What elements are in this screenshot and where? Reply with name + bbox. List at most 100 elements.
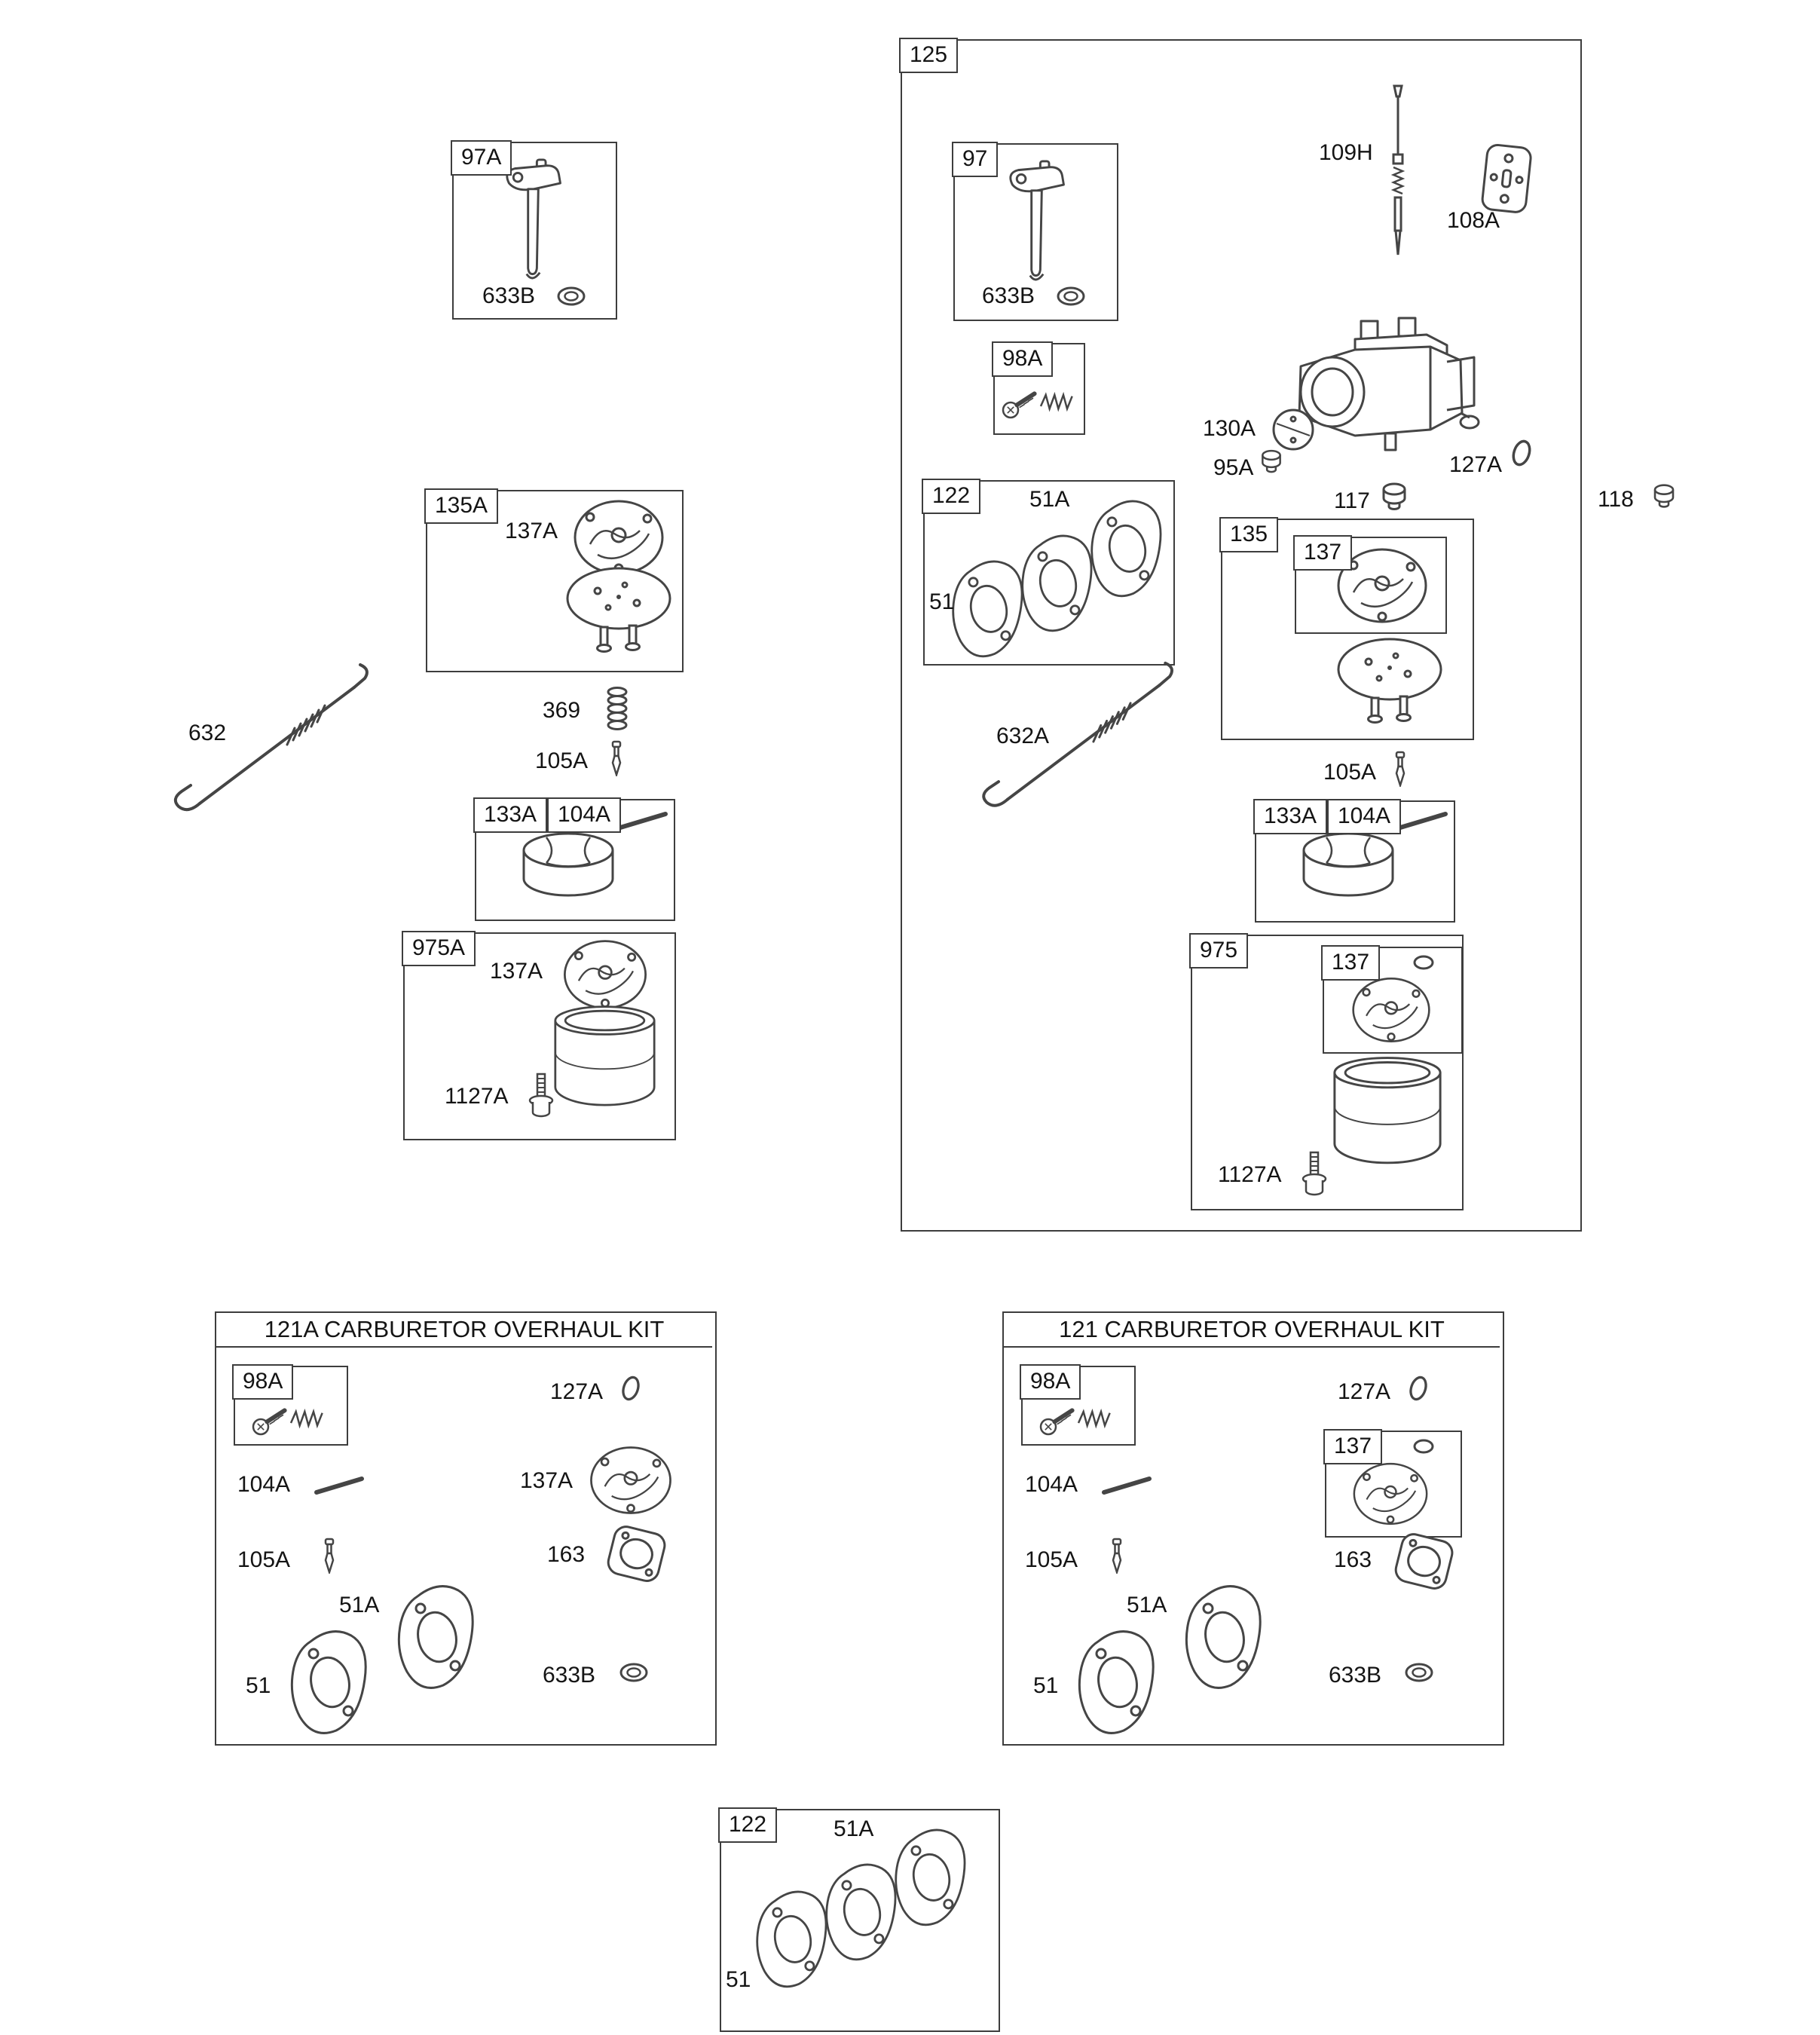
part-tag-133A: 133A <box>473 797 548 833</box>
diaphragm-cover-art <box>1332 635 1447 730</box>
gasket-plate-art <box>1476 142 1540 217</box>
needle-valve-art <box>1393 751 1408 787</box>
part-tag-98A: 98A <box>1020 1364 1081 1400</box>
mounting-gasket-art <box>947 552 1031 663</box>
o-ring-art <box>1412 1438 1435 1455</box>
group-box-137 <box>1295 537 1447 634</box>
choke-plate-art <box>1271 407 1316 452</box>
carb-gasket-art <box>1390 1530 1460 1596</box>
part-tag-137: 137 <box>1323 1429 1383 1464</box>
screw-spring-art <box>243 1400 332 1438</box>
part-label-127A: 127A <box>1338 1379 1391 1404</box>
part-label-632: 632 <box>188 721 227 745</box>
float-pin-art <box>312 1474 366 1497</box>
part-label-117: 117 <box>1334 488 1370 513</box>
float-pin-art <box>1100 1474 1154 1497</box>
part-tag-125: 125 <box>899 38 959 73</box>
part-label-633B: 633B <box>1329 1663 1382 1688</box>
group-box-137 <box>1323 947 1463 1054</box>
spring-art <box>604 686 630 731</box>
washer-art <box>1055 285 1087 308</box>
welch-plug-art <box>1652 484 1676 511</box>
needle-jet-art <box>1381 83 1414 260</box>
welch-plug-art <box>1260 449 1283 476</box>
group-box-137 <box>1325 1431 1462 1538</box>
part-label-51: 51 <box>246 1673 271 1698</box>
part-label-105A: 105A <box>237 1547 291 1572</box>
float-art <box>1298 828 1399 909</box>
group-box-135 <box>1221 519 1474 740</box>
needle-valve-art <box>322 1538 337 1574</box>
part-label-137A: 137A <box>490 959 543 984</box>
throttle-shaft-art <box>993 160 1080 292</box>
needle-valve-art <box>1109 1538 1124 1574</box>
mounting-gasket-art <box>751 1884 835 1991</box>
float-pin-art <box>1396 809 1450 832</box>
welch-plug-art <box>1381 482 1408 514</box>
part-tag-97: 97 <box>952 142 999 177</box>
part-label-1127A: 1127A <box>1218 1162 1282 1187</box>
screw-spring-art <box>999 383 1075 422</box>
group-box-97A <box>452 142 617 320</box>
group-box-122 <box>720 1809 1000 2032</box>
o-ring-art <box>1412 954 1435 971</box>
screw-spring-art <box>1030 1400 1119 1438</box>
part-label-51A: 51A <box>1127 1593 1167 1617</box>
mounting-gasket-art <box>1072 1625 1163 1737</box>
part-tag-122: 122 <box>922 479 981 514</box>
kit-box-121A <box>215 1311 717 1746</box>
part-tag-97A: 97A <box>451 140 512 176</box>
o-ring-art <box>1407 1373 1430 1403</box>
group-box-975 <box>1191 935 1464 1210</box>
part-label-632A: 632A <box>996 724 1050 748</box>
part-label-137A: 137A <box>520 1468 574 1493</box>
group-box-125 <box>901 39 1582 1232</box>
governor-link-art <box>956 653 1178 830</box>
part-label-51A: 51A <box>1029 487 1070 512</box>
carb-gasket-art <box>603 1522 672 1589</box>
part-label-127A: 127A <box>1449 452 1503 477</box>
part-label-137A: 137A <box>505 519 558 543</box>
metering-gasket-art <box>586 1444 675 1516</box>
part-label-104A: 104A <box>237 1472 291 1497</box>
bowl-screw-art <box>528 1072 555 1122</box>
mounting-gasket-art <box>392 1580 482 1691</box>
part-label-51: 51 <box>929 589 955 614</box>
part-label-163: 163 <box>547 1542 586 1567</box>
washer-art <box>1403 1661 1435 1684</box>
metering-gasket-art <box>559 938 651 1011</box>
diaphragm-cover-art <box>561 564 676 659</box>
part-label-95A: 95A <box>1213 455 1254 480</box>
washer-art <box>618 1661 650 1684</box>
kit-title-121A: 121A CARBURETOR OVERHAUL KIT <box>216 1313 712 1348</box>
needle-valve-art <box>609 740 624 776</box>
o-ring-art <box>619 1373 642 1403</box>
group-box-122 <box>923 480 1175 666</box>
part-tag-133A: 133A <box>1253 799 1328 834</box>
part-tag-104A: 104A <box>1327 799 1402 834</box>
fuel-bowl-art <box>546 1004 663 1123</box>
part-tag-975A: 975A <box>402 931 476 966</box>
group-box-975A <box>403 932 676 1140</box>
part-label-51A: 51A <box>339 1593 380 1617</box>
kit-box-121 <box>1002 1311 1504 1746</box>
throttle-shaft-art <box>490 158 577 290</box>
part-label-118: 118 <box>1598 487 1634 512</box>
group-box-135A <box>426 490 684 672</box>
kit-title-121: 121 CARBURETOR OVERHAUL KIT <box>1004 1313 1500 1348</box>
mounting-gasket-art <box>285 1625 375 1737</box>
float-pin-art <box>616 809 670 832</box>
part-label-633B: 633B <box>982 283 1035 308</box>
part-label-51: 51 <box>1033 1673 1059 1698</box>
part-label-633B: 633B <box>482 283 536 308</box>
part-label-127A: 127A <box>550 1379 604 1404</box>
part-label-130A: 130A <box>1203 416 1256 441</box>
fuel-bowl-art <box>1330 1054 1445 1183</box>
part-tag-104A: 104A <box>547 797 622 833</box>
part-label-108A: 108A <box>1447 208 1500 233</box>
part-label-104A: 104A <box>1025 1472 1078 1497</box>
part-label-51: 51 <box>726 1967 751 1992</box>
part-tag-137: 137 <box>1321 945 1381 981</box>
metering-gasket-art <box>1341 975 1441 1045</box>
